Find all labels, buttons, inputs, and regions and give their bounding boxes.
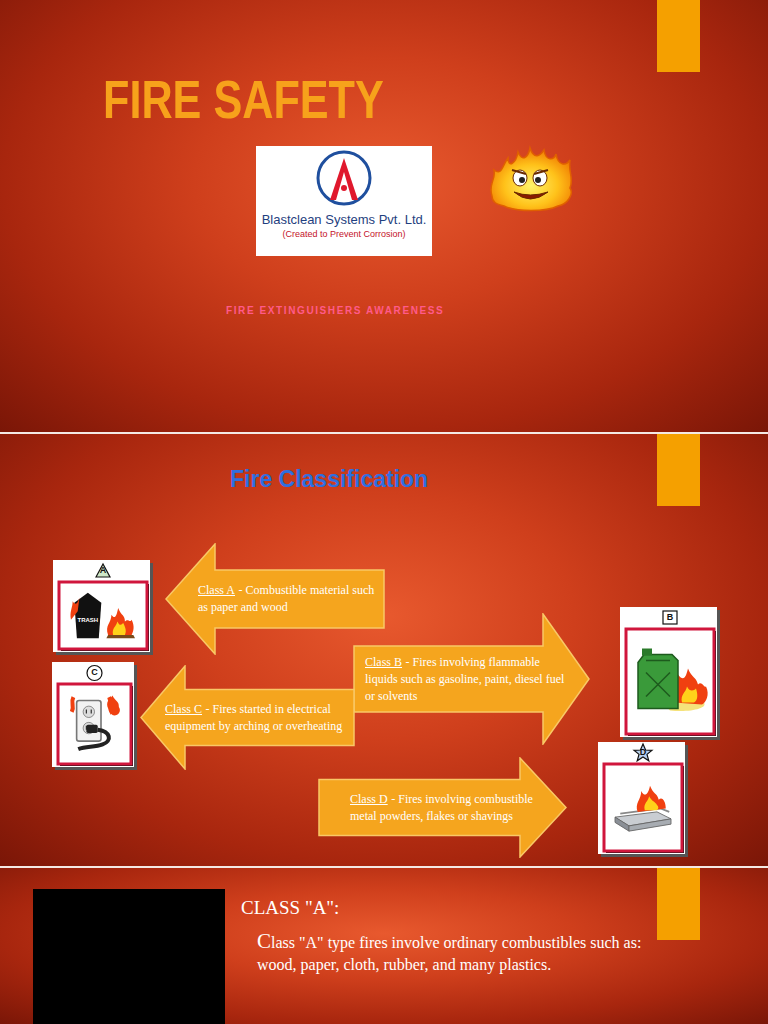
arrow-outline xyxy=(354,614,589,744)
icon-art xyxy=(634,744,652,761)
icon-art xyxy=(514,192,548,199)
arrow-outline xyxy=(319,758,566,857)
icon-art xyxy=(634,744,652,761)
slide-title: FIRE SAFETY xyxy=(103,72,384,126)
icon-art xyxy=(61,584,149,651)
arrow-text: Class A- Combustible material such as pa… xyxy=(198,582,378,616)
logo-text: Blastclean Systems Pvt. Ltd.(Created to … xyxy=(256,212,432,240)
arrow-shape xyxy=(165,543,385,655)
icon-art xyxy=(52,662,134,767)
icon-art xyxy=(519,177,525,183)
class-name: Class D xyxy=(350,792,388,806)
class-letter: D xyxy=(633,746,653,758)
class-letter: A xyxy=(93,564,113,576)
icon-art xyxy=(626,629,714,734)
arrow-text: Class B- Fires involving flammable liqui… xyxy=(365,654,565,705)
black-image-box xyxy=(33,889,225,1024)
subtitle: FIRE EXTINGUISHERS AWARENESS xyxy=(226,305,444,316)
arrow-text: Class C- Fires started in electrical equ… xyxy=(165,701,350,735)
icon-art xyxy=(644,796,658,810)
icon-art xyxy=(106,635,135,638)
class-letter: B xyxy=(660,611,680,623)
class-description: Class "A" type fires involve ordinary co… xyxy=(257,930,662,976)
icon-art xyxy=(491,148,572,211)
corner-tab xyxy=(657,0,700,72)
icon-art xyxy=(107,696,120,716)
arrow-callout: Class A- Combustible material such as pa… xyxy=(165,543,385,655)
icon-art xyxy=(682,687,698,703)
icon-art xyxy=(620,607,717,737)
arrow-shape xyxy=(140,665,355,770)
icon-art xyxy=(74,593,101,639)
arrow-callout: Class D- Fires involving combustible met… xyxy=(318,757,567,858)
icon-art xyxy=(512,170,548,174)
arrow-callout: Class C- Fires started in electrical equ… xyxy=(140,665,355,770)
icon-frame xyxy=(52,662,137,770)
class-name: Class B xyxy=(365,655,402,669)
icon-art xyxy=(69,586,136,645)
icon-art xyxy=(341,185,347,191)
icon-art xyxy=(318,152,370,204)
icon-frame xyxy=(620,607,720,740)
class-letter: C xyxy=(85,666,105,678)
icon-art xyxy=(608,777,678,838)
icon-art xyxy=(107,608,133,635)
fire-class-icon: D xyxy=(598,742,688,857)
icon-art xyxy=(62,696,127,753)
icon-art xyxy=(53,560,150,652)
section-heading: Fire Classification xyxy=(230,466,428,493)
fire-class-icon: A TRASH xyxy=(53,560,153,655)
class-name: Class A xyxy=(198,583,235,597)
icon-art xyxy=(642,649,652,656)
icon-art xyxy=(70,598,79,620)
class-heading: CLASS "A": xyxy=(241,897,339,919)
logo-mark xyxy=(314,148,374,210)
fire-mascot xyxy=(486,144,576,214)
arrow-outline xyxy=(141,666,354,769)
icon-art xyxy=(83,706,94,717)
trash-label: TRASH xyxy=(77,617,98,623)
arrow-callout: Class B- Fires involving flammable liqui… xyxy=(353,613,590,745)
company-tagline: (Created to Prevent Corrosion) xyxy=(256,228,432,240)
icon-art xyxy=(598,742,685,854)
logo-box: Blastclean Systems Pvt. Ltd.(Created to … xyxy=(256,146,432,256)
class-name: Class C xyxy=(165,702,202,716)
icon-art xyxy=(630,647,710,717)
arrow-text: Class D- Fires involving combustible met… xyxy=(350,791,535,825)
arrow-outline xyxy=(166,544,384,654)
icon-art xyxy=(62,696,127,753)
arrow-shape xyxy=(318,757,567,858)
icon-art xyxy=(113,621,126,634)
icon-art xyxy=(78,730,109,750)
icon-art xyxy=(58,684,131,764)
icon-art xyxy=(69,586,136,645)
fire-class-icon: B xyxy=(620,607,720,740)
corner-tab xyxy=(657,868,700,940)
icon-art xyxy=(630,647,710,717)
icon-art xyxy=(646,661,670,697)
fire-class-icon: C xyxy=(52,662,137,770)
icon-art xyxy=(615,817,629,831)
icon-art xyxy=(637,786,666,812)
icon-art xyxy=(330,158,358,200)
icon-art xyxy=(59,582,147,649)
icon-art xyxy=(604,764,682,851)
corner-tab xyxy=(657,434,700,506)
icon-art xyxy=(629,819,671,831)
icon-art xyxy=(77,700,101,741)
icon-art xyxy=(86,725,97,733)
icon-art xyxy=(535,177,541,183)
icon-art xyxy=(608,777,678,838)
icon-art xyxy=(623,610,720,740)
icon-art xyxy=(638,655,678,709)
company-name: Blastclean Systems Pvt. Ltd. xyxy=(256,212,432,228)
icon-frame xyxy=(598,742,688,857)
